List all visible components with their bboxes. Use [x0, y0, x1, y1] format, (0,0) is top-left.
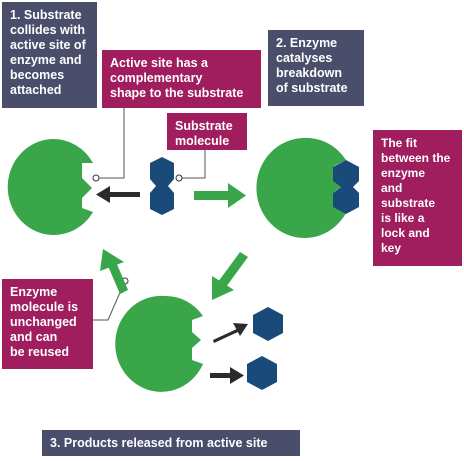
- callout-dot-substrate: [175, 174, 183, 182]
- arrow-product-2-release: [210, 367, 244, 384]
- label-step-2: 2. Enzyme catalyses breakdown of substra…: [268, 30, 364, 106]
- callout-line-substrate: [179, 150, 206, 179]
- callout-lines: [93, 108, 206, 321]
- callout-line-active-site: [96, 108, 125, 179]
- green-arrows: [100, 183, 248, 300]
- callout-line-enzyme-unchanged: [93, 280, 126, 321]
- arrow-substrate-to-enzyme: [96, 186, 140, 203]
- label-substrate-molecule: Substrate molecule: [167, 113, 247, 150]
- arrow-product-1-release: [213, 323, 248, 343]
- product-hexagon-1: [253, 307, 283, 341]
- label-lock-and-key: The fit between the enzyme and substrate…: [373, 130, 462, 266]
- label-enzyme-unchanged: Enzyme molecule is unchanged and can be …: [2, 279, 93, 369]
- dark-arrows: [96, 186, 248, 384]
- product-hexagon-2: [247, 356, 277, 390]
- enzyme-1: [7, 138, 93, 235]
- enzyme-3: [115, 295, 203, 392]
- substrate-molecule: [150, 157, 174, 215]
- label-active-site: Active site has a complementary shape to…: [102, 50, 261, 108]
- enzyme-2: [256, 137, 346, 238]
- label-step-3: 3. Products released from active site: [42, 430, 300, 456]
- arrow-step3-to-step1: [100, 249, 128, 294]
- callout-dot-active-site: [92, 174, 100, 182]
- arrow-step2-to-step3: [212, 252, 248, 300]
- enzyme-2-bound-substrate: [333, 160, 359, 214]
- label-step-1: 1. Substrate collides with active site o…: [2, 2, 97, 108]
- arrow-step1-to-step2: [194, 183, 246, 208]
